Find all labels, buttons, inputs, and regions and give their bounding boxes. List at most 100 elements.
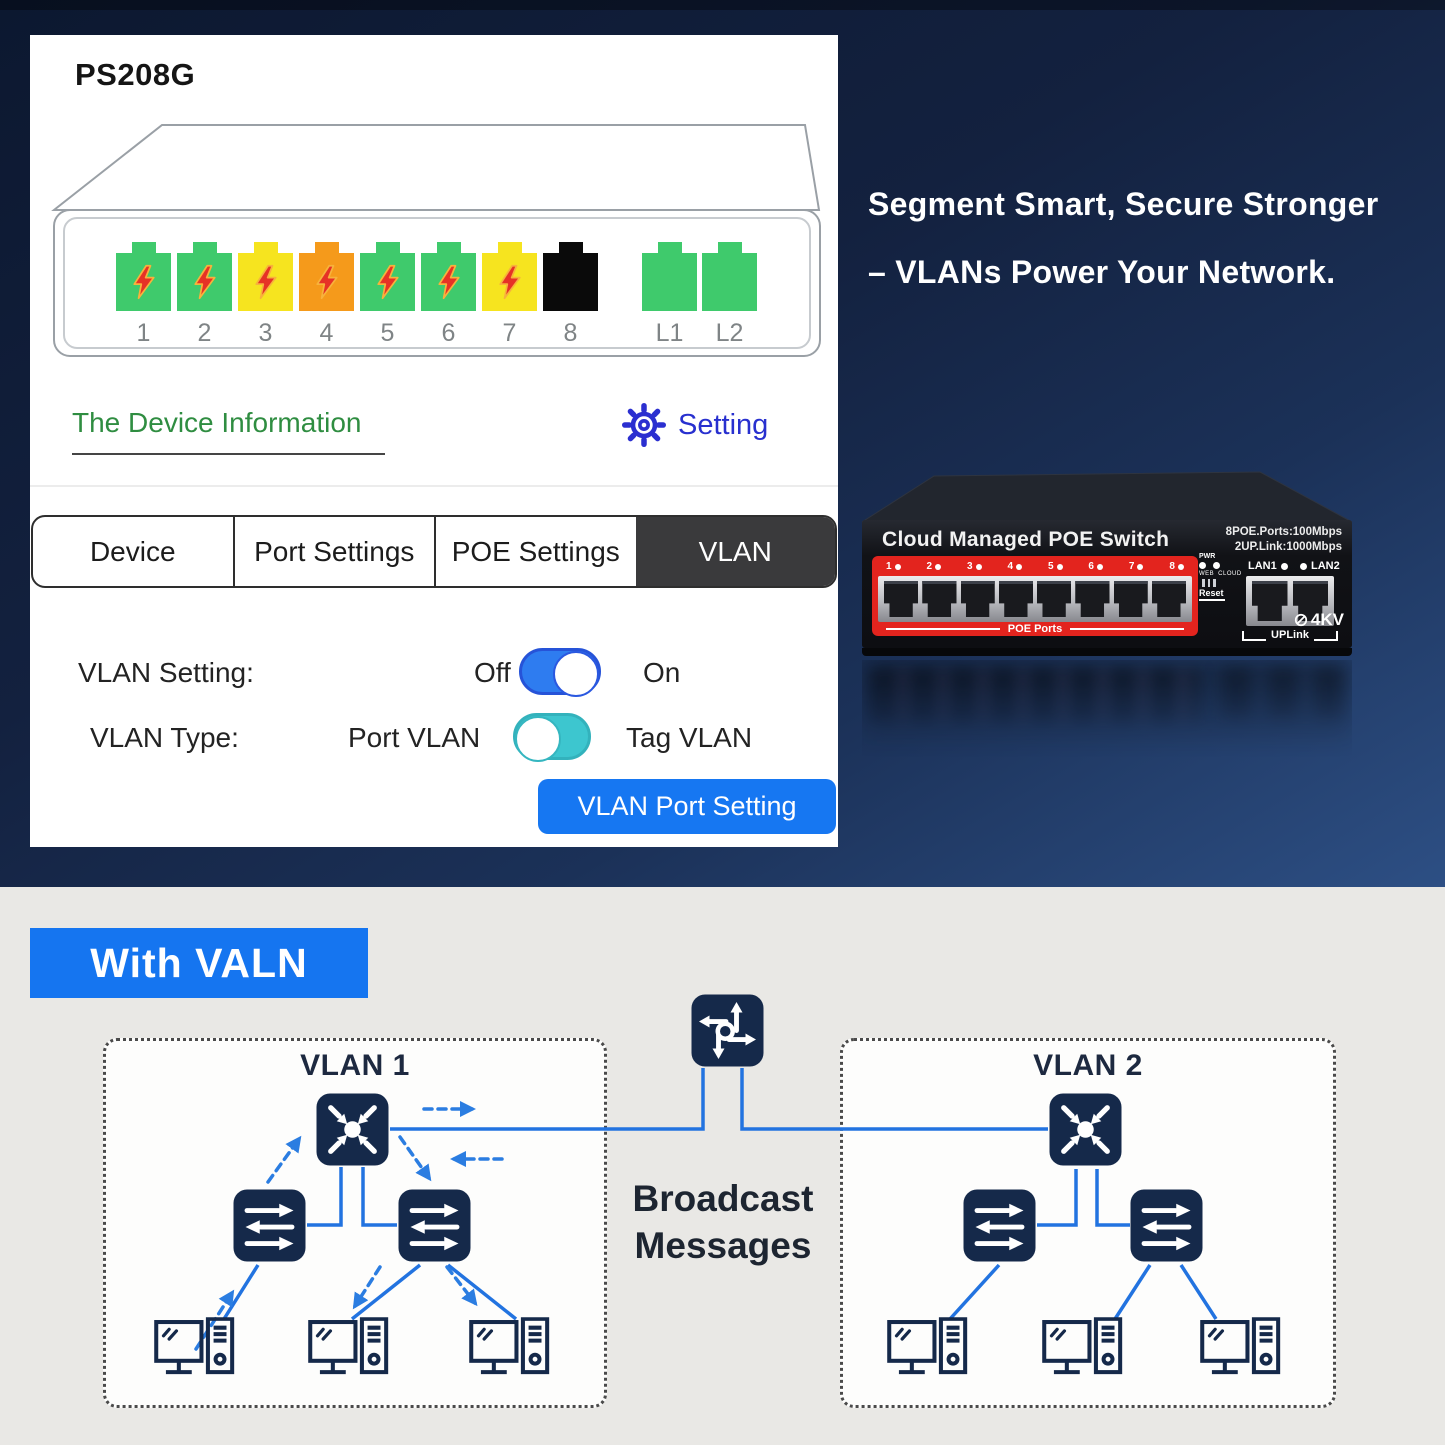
tab-port-settings[interactable]: Port Settings [232, 517, 435, 586]
switch-spec-2: 2UP.Link:1000Mbps [1234, 541, 1342, 553]
app-port-2[interactable]: 2 [177, 242, 232, 348]
vlan2-title: VLAN 2 [1033, 1049, 1143, 1082]
device-information-link[interactable]: The Device Information [72, 407, 362, 438]
switch-spec-1: 8POE.Ports:100Mbps [1225, 526, 1342, 538]
switch-port-number-7: 7 [1129, 559, 1144, 574]
headline-line-2: – VLANs Power Your Network. [868, 254, 1336, 290]
setting-button[interactable]: Setting [622, 403, 768, 447]
lan1-label: LAN1 [1248, 560, 1288, 572]
vlan1-title: VLAN 1 [300, 1049, 410, 1082]
app-port-L1[interactable]: L1 [642, 242, 697, 348]
vlan1-computer-2-icon [307, 1317, 391, 1382]
vlan2-switch-left-icon [962, 1188, 1037, 1263]
rj45-jack [1113, 581, 1148, 617]
poe-jack-strip [878, 576, 1192, 622]
vlan-setting-label: VLAN Setting: [78, 657, 254, 688]
vlan-type-tag-label: Tag VLAN [626, 722, 753, 753]
tab-vlan[interactable]: VLAN [635, 517, 835, 586]
diagram-connections [194, 1068, 1218, 1351]
rj45-jack [922, 581, 957, 617]
app-port-7[interactable]: 7 [482, 242, 537, 348]
rj45-jack [960, 581, 995, 617]
vlan-type-toggle-knob[interactable] [515, 715, 561, 762]
lightning-icon [314, 263, 340, 301]
app-port-6[interactable]: 6 [421, 242, 476, 348]
device-model-title: PS208G [75, 57, 196, 92]
router-icon [690, 993, 765, 1068]
tab-device[interactable]: Device [89, 535, 176, 567]
broadcast-messages-label: Broadcast Messages [632, 1178, 814, 1266]
vlan2-core-switch-icon [1048, 1092, 1123, 1167]
vlan2-computer-3-icon [1199, 1317, 1283, 1382]
vlan-setting-on-label: On [643, 657, 681, 688]
status-leds [1199, 562, 1242, 569]
rj45-jack [1037, 581, 1072, 617]
lightning-icon [253, 263, 279, 301]
device-information-underline [72, 453, 385, 455]
switch-name: Cloud Managed POE Switch [882, 528, 1170, 551]
switch-front-face: Cloud Managed POE Switch 8POE.Ports:100M… [862, 520, 1352, 648]
lightning-icon [436, 263, 462, 301]
switch-bottom-edge [862, 648, 1352, 656]
cloud-led [1213, 562, 1220, 569]
vlan1-switch-left-icon [232, 1188, 307, 1263]
switch-specs: 8POE.Ports:100Mbps 2UP.Link:1000Mbps [1226, 525, 1342, 555]
app-port-3[interactable]: 3 [238, 242, 293, 348]
pwr-label: PWR [1199, 553, 1216, 560]
app-port-5[interactable]: 5 [360, 242, 415, 348]
switch-port-number-8: 8 [1169, 559, 1184, 574]
surge-icon [1294, 613, 1308, 627]
poe-ports-label: POE Ports [878, 623, 1192, 635]
vlan-setting-toggle-knob[interactable] [553, 650, 599, 697]
setting-label: Setting [678, 408, 769, 441]
rj45-jack [1252, 581, 1288, 621]
rj45-jack [884, 581, 919, 617]
app-port-L2[interactable]: L2 [702, 242, 757, 348]
lightning-icon [192, 263, 218, 301]
switch-port-number-6: 6 [1088, 559, 1103, 574]
gear-icon [622, 403, 666, 447]
switch-photo: Cloud Managed POE Switch 8POE.Ports:100M… [862, 470, 1352, 840]
vlan-setting-off-label: Off [474, 657, 511, 688]
surge-protection-badge: 4KV [1294, 610, 1344, 630]
vlan-port-setting-button[interactable]: VLAN Port Setting [538, 779, 836, 834]
vlan2-computer-1-icon [886, 1317, 970, 1382]
pwr-led [1199, 562, 1206, 569]
app-port-8[interactable]: 8 [543, 242, 598, 348]
headline-line-1: Segment Smart, Secure Stronger [868, 186, 1379, 222]
lan1-led [1280, 562, 1288, 570]
vlan1-computer-1-icon [153, 1317, 237, 1382]
vlan2-computer-2-icon [1041, 1317, 1125, 1382]
lan2-label: LAN2 [1300, 560, 1340, 572]
switch-port-number-5: 5 [1048, 559, 1063, 574]
switch-reflection [862, 660, 1352, 775]
app-port-4[interactable]: 4 [299, 242, 354, 348]
switch-top-face [862, 471, 1352, 523]
vlan1-switch-right-icon [397, 1188, 472, 1263]
switch-port-number-1: 1 [886, 559, 901, 574]
vlan-type-toggle[interactable] [513, 713, 591, 762]
with-vlan-banner: With VALN [30, 928, 368, 998]
rj45-jack [1151, 581, 1186, 617]
vlan-setting-toggle[interactable] [519, 648, 601, 697]
vlan1-computer-3-icon [468, 1317, 552, 1382]
uplink-jack-strip [1246, 576, 1334, 626]
reset-label: Reset [1199, 588, 1225, 601]
lightning-icon [131, 263, 157, 301]
vlan2-switch-right-icon [1129, 1188, 1204, 1263]
vlan-diagram-section: With VALN [0, 887, 1445, 1445]
switch-port-number-3: 3 [967, 559, 982, 574]
tab-poe-settings[interactable]: POE Settings [434, 517, 636, 586]
lightning-icon [375, 263, 401, 301]
lightning-icon [497, 263, 523, 301]
app-port-1[interactable]: 1 [116, 242, 171, 348]
rj45-jack [998, 581, 1033, 617]
reset-pins [1202, 579, 1242, 587]
